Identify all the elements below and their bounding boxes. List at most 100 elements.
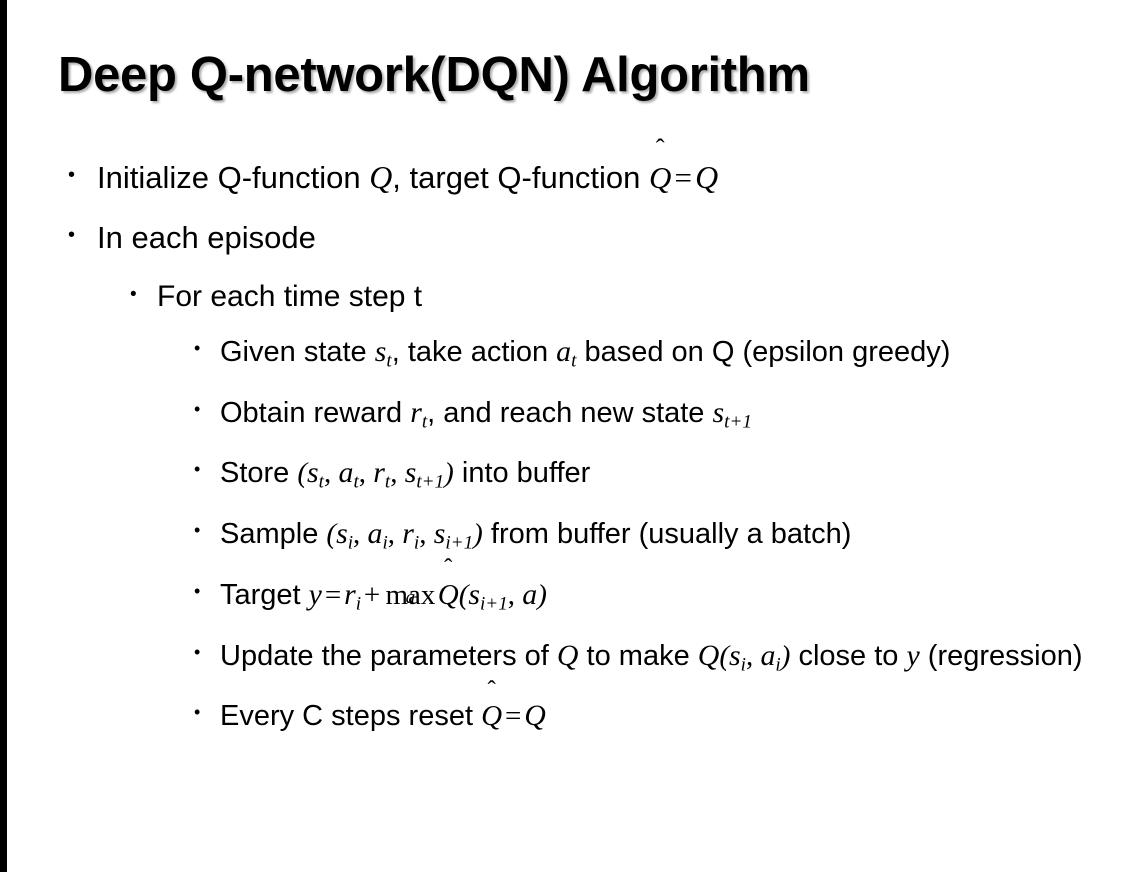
math-subscript-t: t <box>386 350 392 372</box>
bullet-text: Initialize Q-function Q, target Q-functi… <box>97 148 1124 208</box>
bullet-marker: • <box>194 641 201 662</box>
math-symbol-q: Q <box>524 699 546 733</box>
bullet-item-for-each-time-step: • For each time step t <box>0 268 1124 326</box>
text-run: Initialize Q-function <box>97 160 370 195</box>
text-run: , take action <box>391 336 557 368</box>
bullet-item-sample-batch: • Sample (si, ai, ri, si+1) from buffer … <box>0 508 1124 569</box>
text-run: , target Q-function <box>392 160 650 195</box>
math-subscript-i: i <box>413 532 420 554</box>
bullet-marker: • <box>194 459 201 480</box>
math-subscript-t: t <box>384 472 391 494</box>
text-run: Target <box>220 578 309 611</box>
math-symbol-a: a <box>338 456 354 490</box>
bullet-marker: • <box>194 580 201 601</box>
text-run: Obtain reward <box>220 396 411 429</box>
page-title: Deep Q-network(DQN) Algorithm <box>58 48 810 102</box>
math-symbol-q: Q <box>369 160 393 195</box>
math-symbol-q2: Q <box>695 160 719 195</box>
text-run: Sample <box>220 518 327 551</box>
math-subscript-t: t <box>571 350 577 372</box>
text-run: Update the parameters of <box>220 639 557 672</box>
math-comma: , <box>390 457 405 490</box>
math-comma: , <box>353 518 368 551</box>
math-symbol-s2: s <box>433 517 446 551</box>
math-equals: = <box>674 160 692 195</box>
bullet-text: Target y=ri+maxâQ(si+1, a) <box>220 569 1124 630</box>
math-comma: , <box>358 457 374 490</box>
bullet-text: For each time step t <box>157 280 423 313</box>
bullet-marker: • <box>130 284 137 305</box>
math-open-paren: ( <box>297 457 308 490</box>
math-symbol-y: y <box>906 638 920 672</box>
math-symbol-a: a <box>367 517 383 551</box>
math-open-paren: ( <box>719 639 730 672</box>
math-comma: , <box>419 518 434 551</box>
bullet-text: Update the parameters of Q to make Q(si,… <box>220 630 1124 691</box>
math-symbol-s: s <box>712 395 725 429</box>
bullet-marker: • <box>194 702 201 723</box>
math-close-paren: ) <box>537 578 547 611</box>
text-run: based on Q (epsilon greedy) <box>576 336 951 368</box>
math-symbol-s: s <box>468 577 480 611</box>
math-symbol-q2: Q <box>697 638 720 672</box>
math-symbol-s: s <box>374 335 387 368</box>
math-close-paren: ) <box>780 639 791 672</box>
math-subscript-i-plus-1: i+1 <box>479 593 508 615</box>
math-symbol-s: s <box>336 517 348 551</box>
math-subscript-i: i <box>740 654 746 676</box>
math-equals: = <box>504 700 522 733</box>
math-symbol-a: a <box>760 638 776 672</box>
bullet-marker: • <box>68 224 76 246</box>
bullet-text: Sample (si, ai, ri, si+1) from buffer (u… <box>220 508 1124 569</box>
math-symbol-a: a <box>556 335 572 368</box>
math-symbol-q-hat: ̂Q <box>481 691 502 742</box>
max-underscript-a: a <box>405 586 416 608</box>
bullet-item-obtain-reward: • Obtain reward rt, and reach new state … <box>0 387 1124 448</box>
math-subscript-t: t <box>421 411 428 433</box>
math-close-paren: ) <box>473 518 483 551</box>
bullet-marker: • <box>194 338 201 358</box>
slide-body: • Initialize Q-function Q, target Q-func… <box>0 148 1124 742</box>
hat-base: Q <box>649 160 672 195</box>
hat-base: Q <box>481 700 503 733</box>
bullet-text: Given state st, take action at based on … <box>220 326 1124 387</box>
math-symbol-q: Q <box>556 638 579 672</box>
math-subscript-i: i <box>347 532 354 554</box>
bullet-marker: • <box>194 398 201 419</box>
math-symbol-s2: s <box>404 456 417 490</box>
math-subscript-i: i <box>355 593 362 615</box>
bullet-item-reset-target-network: • Every C steps reset ̂Q=Q <box>0 690 1124 742</box>
bullet-text: Store (st, at, rt, st+1) into buffer <box>220 447 1124 508</box>
bullet-item-given-state: • Given state st, take action at based o… <box>0 326 1124 387</box>
math-subscript-t-plus-1: t+1 <box>724 411 752 433</box>
text-run: from buffer (usually a batch) <box>482 518 852 551</box>
math-subscript-i: i <box>775 654 781 676</box>
math-open-paren: ( <box>458 578 469 611</box>
bullet-item-update-parameters: • Update the parameters of Q to make Q(s… <box>0 630 1124 691</box>
bullet-text: Obtain reward rt, and reach new state st… <box>220 387 1124 448</box>
bullet-marker: • <box>68 164 76 186</box>
text-run: to make <box>578 639 698 672</box>
text-run: Given state <box>220 336 375 368</box>
math-plus: + <box>363 578 381 611</box>
math-symbol-s: s <box>729 638 741 672</box>
bullet-text: Every C steps reset ̂Q=Q <box>220 690 1124 742</box>
hat-base: Q <box>437 578 459 611</box>
math-subscript-t: t <box>318 472 324 494</box>
math-symbol-y: y <box>308 577 322 611</box>
math-symbol-r: r <box>402 517 414 551</box>
math-comma: , <box>324 457 339 490</box>
math-symbol-q-hat: ̂Q <box>649 148 671 208</box>
math-subscript-t: t <box>353 472 359 494</box>
slide-left-edge-band <box>0 0 7 872</box>
bullet-text: In each episode <box>97 220 316 255</box>
math-symbol-r: r <box>373 456 385 490</box>
text-run: close to <box>790 639 907 672</box>
math-comma: , <box>387 518 403 551</box>
math-comma: , <box>507 578 523 611</box>
bullet-item-initialize: • Initialize Q-function Q, target Q-func… <box>0 148 1124 208</box>
math-close-paren: ) <box>444 457 454 490</box>
math-symbol-r: r <box>344 577 356 611</box>
text-run: into buffer <box>453 457 591 490</box>
